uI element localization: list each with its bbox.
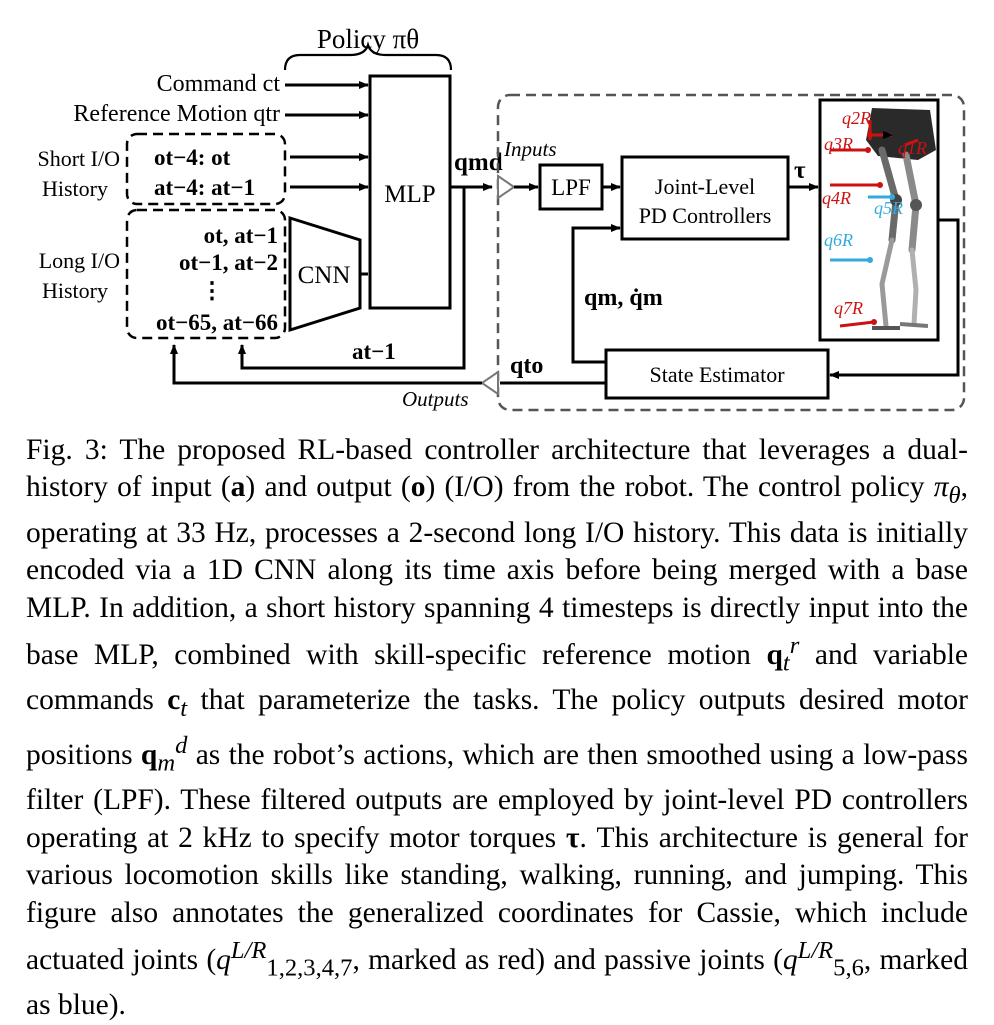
observation-label: qto xyxy=(510,353,543,379)
caption-text: The proposed RL-based controller archite… xyxy=(26,434,968,504)
caption-symbol: q xyxy=(216,943,231,976)
short-history-label: Short I/O xyxy=(38,146,121,171)
caption-symbol: θ xyxy=(948,482,961,510)
pd-label-line2: PD Controllers xyxy=(639,203,772,228)
state-estimator-label: State Estimator xyxy=(649,362,785,387)
inputs-label: Inputs xyxy=(503,137,557,161)
lpf-label: LPF xyxy=(551,175,591,200)
caption-symbol: a xyxy=(230,471,246,504)
pd-controller-block xyxy=(620,155,790,241)
state-estimator-block xyxy=(604,348,830,400)
outputs-port xyxy=(480,370,499,396)
caption-symbol: m xyxy=(157,750,176,778)
caption-symbol: t xyxy=(180,694,188,722)
long-history-row-1: ot, at−1 xyxy=(204,223,278,248)
state-to-pd-arrow xyxy=(571,224,621,364)
caption-symbol: o xyxy=(410,471,426,504)
joint-label-q5: q5R xyxy=(874,198,903,218)
short-history-label-2: History xyxy=(42,176,108,201)
action-feedback-label: at−1 xyxy=(352,339,396,364)
caption-text: ) (I/O) from the robot. The control poli… xyxy=(425,471,934,504)
caption-symbol: 5,6 xyxy=(833,954,864,982)
caption-symbol: q xyxy=(766,638,783,671)
long-history-row-3: ot−65, at−66 xyxy=(156,310,278,335)
short-history-box xyxy=(125,132,287,206)
caption-text: . This architecture is general for vario… xyxy=(26,821,968,976)
policy-brace xyxy=(283,41,453,71)
state-feedback-label: qm, q̇m xyxy=(584,285,663,311)
system-box xyxy=(496,93,966,412)
command-label: Command ct xyxy=(157,71,281,97)
caption-text: and variable commands xyxy=(26,638,968,717)
caption-symbol: q xyxy=(782,943,798,976)
long-history-row-ellipsis: ⋮ xyxy=(201,278,224,303)
joint-label-q7: q7R xyxy=(834,298,863,318)
cnn-label: CNN xyxy=(298,262,351,289)
caption-paragraph: Fig. 3: The proposed RL-based controller… xyxy=(26,432,968,1025)
caption-symbol: r xyxy=(789,631,800,659)
short-history-row-obs: ot−4: ot xyxy=(154,145,231,170)
caption-symbol: t xyxy=(782,649,790,677)
joint-markers xyxy=(830,120,919,328)
joint-label-q6: q6R xyxy=(824,230,853,250)
short-history-row-act: at−4: at−1 xyxy=(154,175,255,200)
caption-symbol: q xyxy=(140,739,158,772)
observation-feedback-line xyxy=(170,344,482,385)
reference-motion-label: Reference Motion qtr xyxy=(73,101,280,127)
joint-label-q3: q3R xyxy=(824,134,853,154)
caption-symbol: d xyxy=(175,732,188,760)
long-history-label: Long I/O xyxy=(39,248,120,273)
long-history-box xyxy=(125,208,287,340)
desired-position-label: qmd xyxy=(454,149,503,176)
pd-label-line1: Joint-Level xyxy=(655,174,755,199)
caption-symbol: L/R xyxy=(797,937,834,965)
mlp-label: MLP xyxy=(384,181,435,208)
tau-label: τ xyxy=(794,157,806,184)
caption-symbol: c xyxy=(167,684,181,717)
caption-text: as the robot’s actions, which are then s… xyxy=(26,739,968,854)
policy-label: Policy πθ xyxy=(317,24,419,54)
long-history-row-2: ot−1, at−2 xyxy=(179,250,278,275)
action-feedback-line xyxy=(238,187,466,370)
joint-label-q1: q1R xyxy=(898,138,927,158)
caption-symbol: 1,2,3,4,7 xyxy=(266,954,353,982)
outputs-label: Outputs xyxy=(402,387,469,411)
long-history-label-2: History xyxy=(42,278,108,303)
joint-label-q2: q2R xyxy=(842,108,871,128)
cassie-robot-image xyxy=(866,108,936,330)
inputs-port xyxy=(497,174,516,200)
architecture-diagram: Policy πθ Command ct Reference Motion qt… xyxy=(38,24,966,412)
caption-symbol: τ xyxy=(565,821,580,854)
joint-label-q4: q4R xyxy=(822,188,851,208)
caption-text: that parameterize the tasks. The policy … xyxy=(26,684,968,772)
caption-text: , operating at 33 Hz, processes a 2-seco… xyxy=(26,471,968,671)
mlp-block xyxy=(368,74,452,310)
cnn-block xyxy=(288,215,362,333)
robot-to-estimator-arrow xyxy=(829,218,960,379)
caption-text: , marked as blue). xyxy=(26,943,968,1022)
caption-text: ) and output ( xyxy=(245,471,411,504)
figure-caption: Fig. 3: The proposed RL-based controller… xyxy=(26,432,968,1025)
caption-prefix: Fig. 3: xyxy=(26,434,108,466)
caption-symbol: π xyxy=(933,471,949,504)
caption-symbol: L/R xyxy=(230,937,267,965)
caption-text: , marked as red) and passive joints ( xyxy=(352,943,783,976)
